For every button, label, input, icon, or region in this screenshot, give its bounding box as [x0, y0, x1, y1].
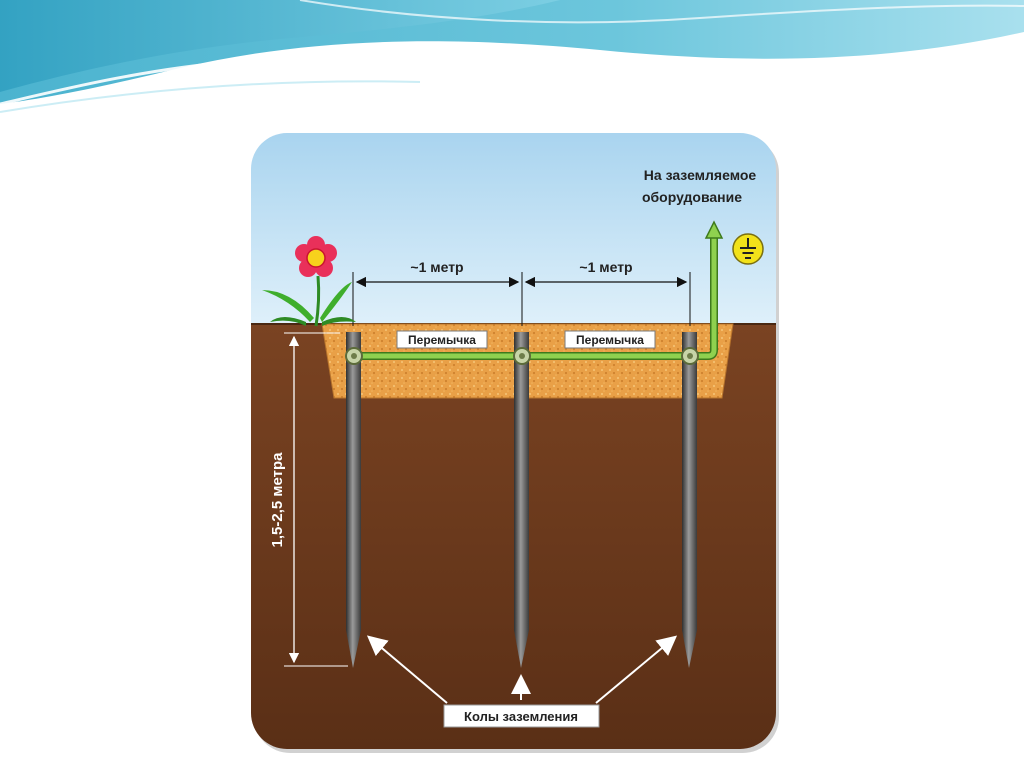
depth-label: 1,5-2,5 метра [269, 452, 286, 548]
flower-icon [262, 236, 356, 327]
wire-clamps [345, 347, 699, 365]
wire-up-arrow [704, 220, 724, 239]
spacing-label-right: ~1 метр [579, 259, 632, 275]
depth-dimension: 1,5-2,5 метра [269, 332, 348, 667]
spacing-dimension-right: ~1 метр [524, 259, 691, 326]
jumper-wire [353, 220, 724, 360]
jumper-label-right: Перемычка [576, 333, 644, 347]
jumper-label-left: Перемычка [408, 333, 476, 347]
stakes-label: Колы заземления [464, 709, 578, 724]
spacing-dimension-left: ~1 метр [352, 259, 523, 326]
equipment-label-line2: оборудование [642, 189, 742, 205]
equipment-label-line1: На заземляемое [644, 167, 757, 183]
stake-pointer-arrows [366, 635, 678, 704]
top-wave-decoration [0, 0, 1024, 113]
stake-middle [514, 332, 529, 668]
jumper-tag-right: Перемычка [564, 330, 656, 349]
stakes-tag: Колы заземления [443, 704, 600, 728]
sky [251, 133, 776, 326]
diagram-panel: Перемычка Перемычка ~1 метр ~1 метр 1,5-… [251, 133, 776, 749]
stake-right [682, 332, 697, 668]
jumper-tag-left: Перемычка [396, 330, 488, 349]
stake-left [346, 332, 361, 668]
equipment-label: На заземляемое оборудование [642, 167, 756, 205]
spacing-label-left: ~1 метр [410, 259, 463, 275]
ground-symbol-icon [732, 233, 764, 265]
grounding-stakes [346, 332, 697, 668]
